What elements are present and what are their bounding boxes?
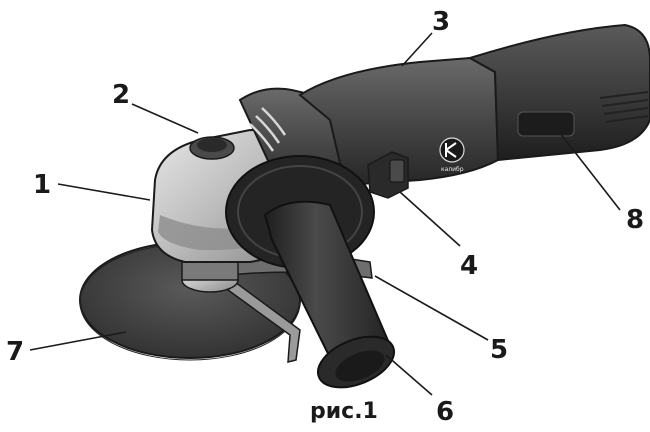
auxiliary-handle-end-cap — [335, 350, 385, 382]
rear-vents — [599, 91, 649, 123]
brand-logo-text: калибр — [441, 166, 464, 173]
leader-lines — [29, 32, 621, 396]
leader-line-5 — [374, 275, 489, 341]
spindle-collar — [181, 261, 239, 281]
callout-6: 6 — [436, 397, 454, 427]
wheel-guard-bracket — [226, 280, 301, 363]
callout-2: 2 — [112, 80, 130, 110]
leader-line-2 — [131, 103, 199, 134]
ventilation-slots — [517, 111, 575, 137]
callout-5: 5 — [490, 335, 508, 365]
callout-8: 8 — [626, 205, 644, 235]
rear-housing — [467, 23, 650, 162]
callout-3: 3 — [432, 7, 450, 37]
callout-7: 7 — [6, 337, 24, 367]
callout-1: 1 — [33, 170, 51, 200]
leader-line-8 — [559, 132, 621, 211]
callout-4: 4 — [460, 251, 478, 281]
leader-line-6 — [385, 354, 433, 396]
power-switch-slider — [389, 159, 405, 183]
callouts: 1 2 3 4 5 6 7 8 — [6, 7, 644, 427]
figure-caption: рис.1 — [310, 399, 378, 424]
leader-line-1 — [57, 183, 151, 201]
spindle-lock-button-top — [197, 138, 227, 152]
brand-logo: калибр — [439, 137, 465, 173]
leader-line-3 — [401, 32, 433, 67]
leader-line-4 — [399, 191, 461, 247]
leader-line-7 — [29, 331, 127, 351]
front-vents — [249, 107, 287, 152]
